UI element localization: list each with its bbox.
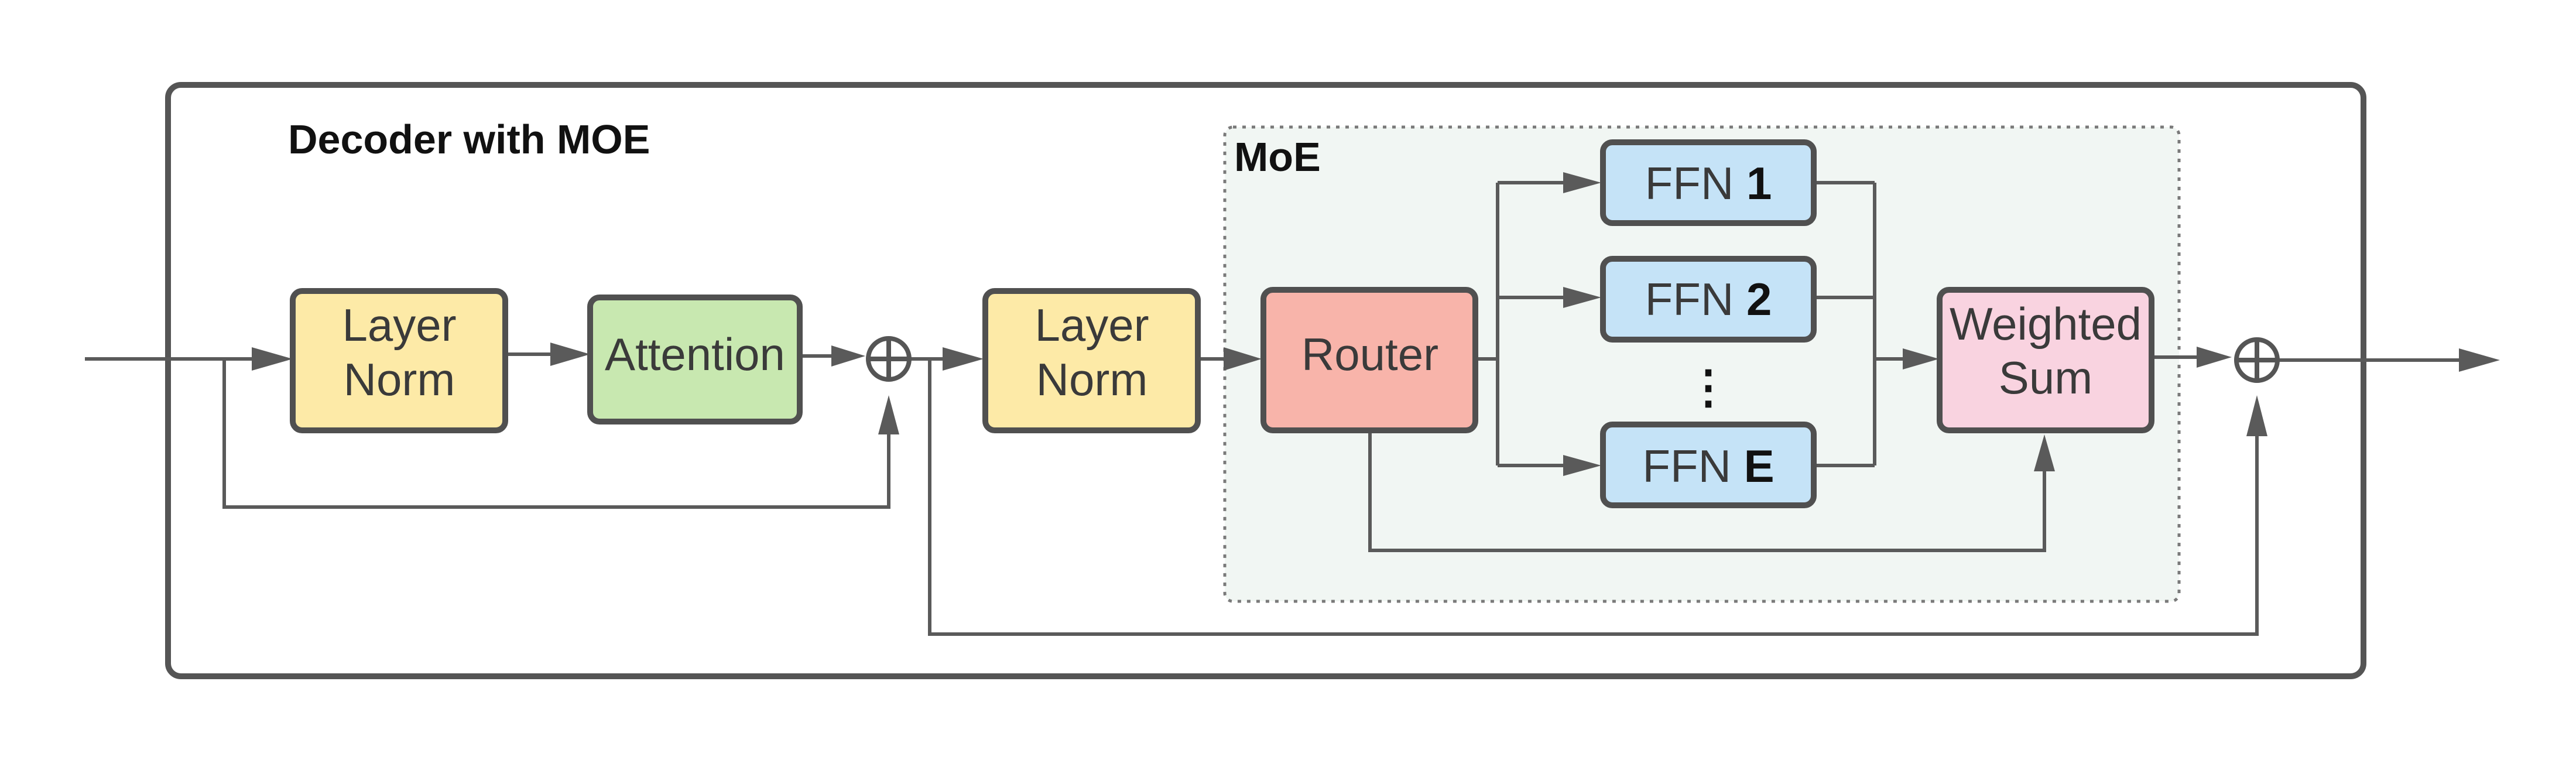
arrowhead	[1903, 348, 1939, 369]
arrowhead	[943, 347, 984, 371]
attention-block: Attention	[587, 295, 803, 424]
weighted-sum-block: Weighted Sum	[1937, 287, 2154, 433]
add-node-1	[866, 336, 912, 382]
arrowhead	[1563, 287, 1601, 308]
svg-text:FFN 1: FFN 1	[1645, 158, 1772, 209]
layer-norm-1-block: Layer Norm	[290, 288, 508, 433]
ffn-1-block: FFN 1	[1600, 139, 1817, 226]
ffn-ellipsis: ⋮	[1686, 361, 1731, 413]
svg-text:FFN 2: FFN 2	[1645, 273, 1772, 325]
arrowhead	[2246, 395, 2267, 436]
ffn-2-index: 2	[1746, 273, 1772, 325]
layer-norm-1-line2: Norm	[344, 354, 455, 405]
arrowhead	[550, 343, 590, 366]
arrowhead	[1224, 347, 1262, 371]
router-gate-line	[1368, 433, 2046, 552]
arrowhead	[878, 395, 899, 434]
weighted-sum-line1: Weighted	[1950, 298, 2142, 350]
decoder-frame	[165, 82, 2366, 679]
ffn-2-prefix: FFN	[1645, 273, 1746, 325]
ffn-e-index: E	[1744, 440, 1775, 492]
arrowhead	[1563, 455, 1601, 476]
arrowhead	[831, 345, 865, 367]
moe-region	[1223, 125, 2181, 603]
arrowhead	[2034, 434, 2055, 471]
router-label: Router	[1301, 328, 1438, 380]
svg-text:FFN E: FFN E	[1642, 440, 1774, 492]
residual-2-line	[928, 359, 2259, 636]
attention-label: Attention	[605, 328, 785, 380]
ffn-e-prefix: FFN	[1642, 440, 1743, 492]
layer-norm-2-line1: Layer	[1034, 299, 1149, 351]
connection-lines	[85, 172, 2500, 636]
moe-label: MoE	[1234, 134, 1321, 180]
arrowhead	[2197, 347, 2232, 368]
ffn-1-prefix: FFN	[1645, 158, 1746, 209]
layer-norm-2-block: Layer Norm	[982, 288, 1201, 433]
residual-1-line	[222, 359, 890, 509]
arrowhead	[252, 347, 293, 371]
ffn-1-index: 1	[1746, 158, 1772, 209]
add-node-2	[2234, 337, 2280, 383]
layer-norm-1-line1: Layer	[342, 299, 456, 351]
router-block: Router	[1260, 287, 1478, 433]
diagram-title: Decoder with MOE	[288, 117, 650, 162]
layer-norm-2-line2: Norm	[1036, 354, 1148, 405]
ffn-e-block: FFN E	[1600, 422, 1817, 508]
weighted-sum-line2: Sum	[1999, 352, 2092, 403]
ffn-2-block: FFN 2	[1600, 256, 1817, 343]
arrowhead	[2459, 348, 2500, 372]
arrowhead	[1563, 172, 1601, 193]
